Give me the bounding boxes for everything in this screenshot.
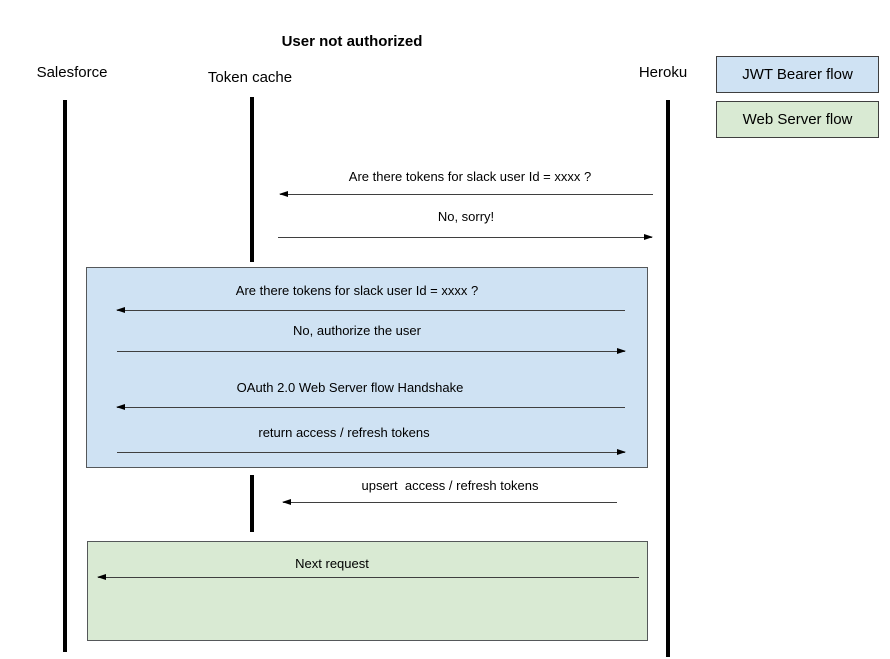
participant-label-token-cache: Token cache xyxy=(207,69,293,86)
legend-label: Web Server flow xyxy=(742,111,853,128)
legend-jwt-bearer-flow: JWT Bearer flow xyxy=(716,56,879,93)
message-text: No, authorize the user xyxy=(293,323,421,338)
arrow-left-icon xyxy=(116,306,625,313)
arrow-left-icon xyxy=(282,498,617,505)
message-text: upsert access / refresh tokens xyxy=(361,478,539,493)
message-text: Are there tokens for slack user Id = xxx… xyxy=(235,283,479,298)
lifeline-salesforce xyxy=(63,100,67,652)
legend-web-server-flow: Web Server flow xyxy=(716,101,879,138)
participant-label-salesforce: Salesforce xyxy=(36,64,108,81)
lifeline-heroku xyxy=(666,100,670,657)
lifeline-token-cache-upper xyxy=(250,97,254,262)
legend-label: JWT Bearer flow xyxy=(742,66,853,83)
message-text: OAuth 2.0 Web Server flow Handshake xyxy=(236,380,464,395)
web-server-flow-box xyxy=(87,541,648,641)
diagram-title: User not authorized xyxy=(281,33,423,50)
message-text: return access / refresh tokens xyxy=(258,425,430,440)
arrow-right-icon xyxy=(278,233,653,240)
arrow-left-icon xyxy=(116,403,625,410)
arrow-left-icon xyxy=(97,573,639,580)
message-text: Next request xyxy=(295,556,369,571)
message-text: No, sorry! xyxy=(437,209,495,224)
arrow-left-icon xyxy=(279,190,653,197)
lifeline-token-cache-lower xyxy=(250,475,254,532)
arrow-right-icon xyxy=(117,448,626,455)
participant-label-heroku: Heroku xyxy=(638,64,688,81)
message-text: Are there tokens for slack user Id = xxx… xyxy=(348,169,592,184)
arrow-right-icon xyxy=(117,347,626,354)
jwt-bearer-flow-box xyxy=(86,267,648,468)
